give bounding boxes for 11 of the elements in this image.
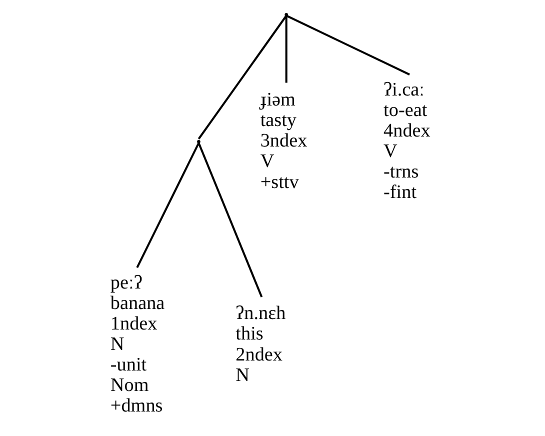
node-point xyxy=(284,13,288,16)
connector xyxy=(284,16,287,83)
node-point xyxy=(196,140,200,144)
node-text: peːʔ banana 1ndex N -unit Nom +dmns xyxy=(110,272,164,417)
connector xyxy=(136,142,200,268)
connector xyxy=(286,14,410,76)
connector xyxy=(197,15,287,140)
connector xyxy=(197,142,262,298)
node-text: ʔn.nɛh this 2ndex N xyxy=(235,303,286,386)
node-text: ʔi.caː to-eat 4ndex V -trns -fint xyxy=(383,79,430,204)
node-text: ɟiəm tasty 3ndex V +sttv xyxy=(260,90,307,193)
